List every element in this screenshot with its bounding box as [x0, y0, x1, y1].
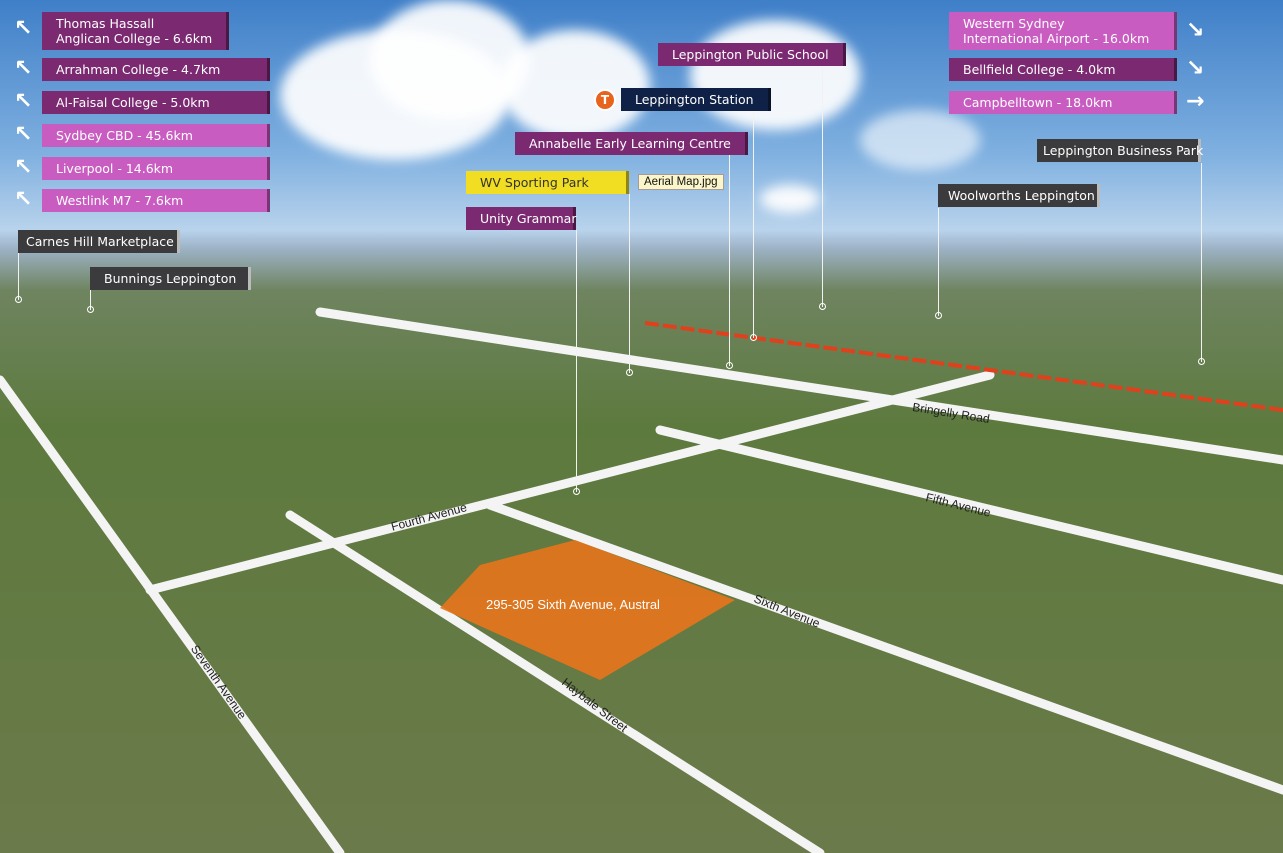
property-parcel — [440, 540, 735, 680]
arrow-up-left-icon: ↖ — [14, 155, 33, 180]
arrow-up-left-icon: ↖ — [14, 56, 33, 81]
landmark-business-park: Leppington Business Park — [1037, 139, 1203, 162]
landmark-unity-grammar: Unity Grammar — [466, 207, 576, 230]
destination-label: Campbelltown - 18.0km — [949, 91, 1177, 114]
landmark-carnes-hill: Carnes Hill Marketplace — [18, 230, 180, 253]
destination-label: Liverpool - 14.6km — [42, 157, 270, 180]
destination-label: Thomas Hassall Anglican College - 6.6km — [42, 12, 230, 50]
arrow-down-right-icon: ↘ — [1186, 56, 1205, 81]
arrow-up-left-icon: ↖ — [14, 16, 33, 41]
landmark-wv-park: WV Sporting Park — [466, 171, 629, 194]
arrow-down-right-icon: ↘ — [1186, 18, 1205, 43]
arrow-up-left-icon: ↖ — [14, 122, 33, 147]
arrow-up-left-icon: ↖ — [14, 89, 33, 114]
landmark-public-school: Leppington Public School — [658, 43, 846, 66]
arrow-up-left-icon: ↖ — [14, 187, 33, 212]
landmark-station: Leppington Station — [621, 88, 771, 111]
file-name-tooltip: Aerial Map.jpg — [638, 174, 724, 190]
destination-label: Westlink M7 - 7.6km — [42, 189, 270, 212]
destination-label: Bellfield College - 4.0km — [949, 58, 1177, 81]
landmark-annabelle: Annabelle Early Learning Centre — [515, 132, 748, 155]
train-station-icon: T — [594, 89, 616, 111]
parcel-label: 295-305 Sixth Avenue, Austral — [486, 597, 660, 612]
landmark-bunnings: Bunnings Leppington — [90, 267, 251, 290]
destination-label: Arrahman College - 4.7km — [42, 58, 270, 81]
arrow-right-icon: → — [1186, 89, 1205, 114]
destination-label: Al-Faisal College - 5.0km — [42, 91, 270, 114]
destination-label: Western Sydney International Airport - 1… — [949, 12, 1177, 50]
destination-label: Sydbey CBD - 45.6km — [42, 124, 270, 147]
landmark-woolworths: Woolworths Leppington — [938, 184, 1100, 207]
